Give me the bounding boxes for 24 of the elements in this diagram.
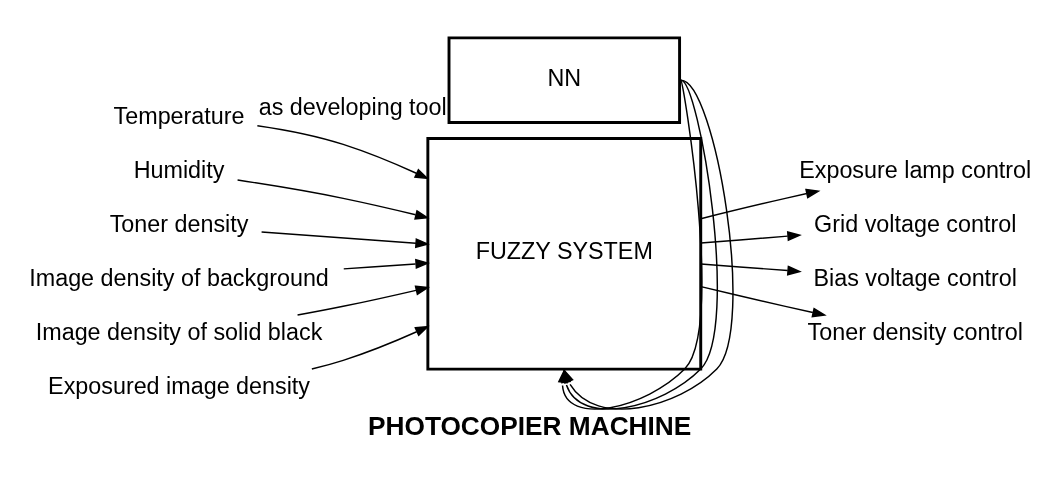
node-label: as developing tool xyxy=(258,93,447,120)
arrow xyxy=(256,124,430,180)
node-text: Humidity xyxy=(133,156,225,183)
node-box: FUZZY SYSTEM xyxy=(426,137,703,371)
arrow xyxy=(700,263,802,276)
node-text: Image density of solid black xyxy=(35,318,323,345)
node-box: NN xyxy=(447,36,682,124)
node-text: Toner density xyxy=(109,210,249,237)
arrow xyxy=(700,285,827,318)
arrow xyxy=(700,188,821,220)
arrow xyxy=(236,179,430,220)
node-text: Grid voltage control xyxy=(814,210,1017,237)
arrow xyxy=(260,231,430,249)
arrow xyxy=(296,285,430,316)
node-text: Exposured image density xyxy=(48,372,311,399)
node-text: Temperature xyxy=(113,102,245,129)
node-text: Toner density control xyxy=(807,318,1023,345)
arrow xyxy=(311,325,430,370)
arrow xyxy=(343,258,430,270)
diagram-title: PHOTOCOPIER MACHINE xyxy=(368,410,692,441)
node-text: Bias voltage control xyxy=(813,264,1018,291)
node-text: Image density of background xyxy=(29,264,329,291)
node-text: Exposure lamp control xyxy=(799,156,1032,183)
arrow xyxy=(700,231,802,244)
